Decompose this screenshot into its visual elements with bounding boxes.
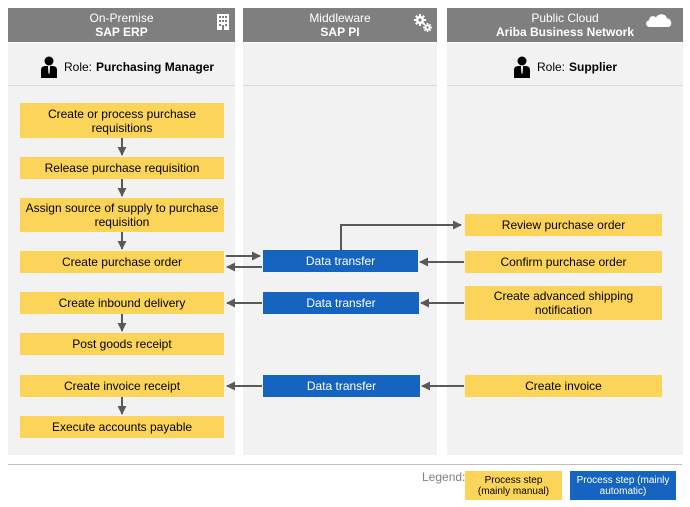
legend-manual: Process step (mainly manual) <box>465 471 562 500</box>
lane-subtitle-cloud: Ariba Business Network <box>495 25 635 39</box>
step-release-requisition: Release purchase requisition <box>20 157 224 179</box>
gears-icon <box>414 14 432 32</box>
role-label-cloud: Role: <box>537 60 566 74</box>
person-icon <box>41 56 57 78</box>
step-confirm-po: Confirm purchase order <box>465 251 662 273</box>
arrow-pi-to-review <box>340 220 462 250</box>
lane-title-cloud: Public Cloud <box>531 11 599 25</box>
step-post-goods-receipt: Post goods receipt <box>20 333 224 355</box>
step-create-invoice-receipt: Create invoice receipt <box>20 375 224 397</box>
role-erp: Role: Purchasing Manager <box>40 56 214 78</box>
step-review-po: Review purchase order <box>465 214 662 236</box>
lane-header-pi: Middleware SAP PI <box>243 8 437 42</box>
role-bar-erp: Role: Purchasing Manager <box>8 44 235 86</box>
lane-subtitle-pi: SAP PI <box>320 25 360 39</box>
role-label-erp: Role: <box>64 60 93 74</box>
step-assign-source: Assign source of supply to purchase requ… <box>20 198 224 232</box>
cloud-icon <box>646 14 672 27</box>
role-value-erp: Purchasing Manager <box>96 60 215 74</box>
step-create-requisitions: Create or process purchase requisitions <box>20 103 224 138</box>
role-bar-pi <box>243 44 437 86</box>
legend-divider <box>8 464 682 465</box>
role-cloud: Role: Supplier <box>513 56 617 78</box>
lane-title-pi: Middleware <box>309 11 371 25</box>
step-data-transfer-invoice: Data transfer <box>263 375 420 397</box>
lane-header-cloud: Public Cloud Ariba Business Network <box>447 8 683 42</box>
lane-subtitle-erp: SAP ERP <box>95 25 148 39</box>
step-create-invoice: Create invoice <box>465 375 662 397</box>
building-icon <box>217 14 229 30</box>
person-icon <box>514 56 530 78</box>
role-bar-cloud: Role: Supplier <box>447 44 683 86</box>
step-data-transfer-asn: Data transfer <box>263 292 419 314</box>
lane-header-erp: On-Premise SAP ERP <box>8 8 235 42</box>
legend-label: Legend: <box>422 470 466 484</box>
step-execute-payable: Execute accounts payable <box>20 416 224 438</box>
lane-title-erp: On-Premise <box>89 11 154 25</box>
role-value-cloud: Supplier <box>569 60 618 74</box>
step-data-transfer-po: Data transfer <box>263 250 418 272</box>
step-create-po: Create purchase order <box>20 251 224 273</box>
step-create-inbound: Create inbound delivery <box>20 292 224 314</box>
legend-automatic: Process step (mainly automatic) <box>570 471 676 500</box>
step-create-asn: Create advanced shipping notification <box>465 286 662 320</box>
